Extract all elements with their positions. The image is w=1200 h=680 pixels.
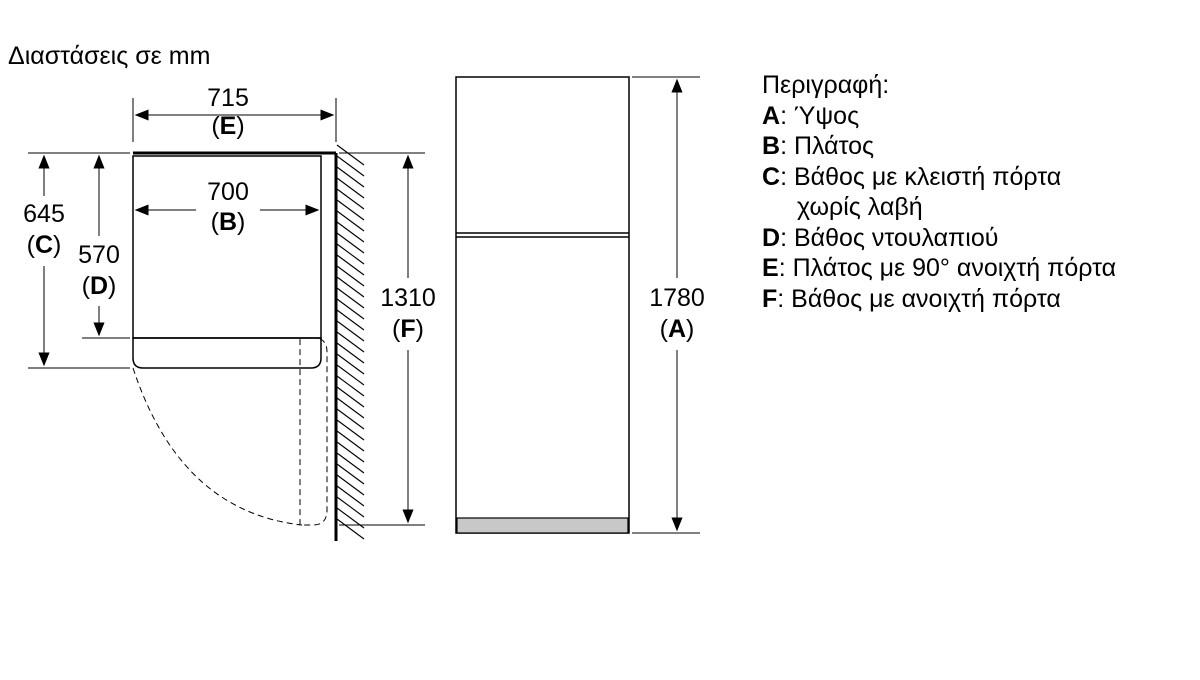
legend: Περιγραφή: A: Ύψος B: Πλάτος C: Βάθος με… (762, 70, 1116, 314)
hatch-line (336, 408, 365, 430)
hatch-line (336, 452, 365, 474)
legend-item-e: E: Πλάτος με 90° ανοιχτή πόρτα (762, 254, 1117, 282)
hatch-line (336, 144, 365, 166)
hatch-line (336, 441, 365, 463)
hatch-line (336, 496, 365, 518)
hatch-line (336, 298, 365, 320)
dimension-value-b: 700 (207, 178, 249, 206)
dimension-label-e: (E) (211, 112, 244, 140)
legend-item-b: B: Πλάτος (762, 132, 875, 160)
hatch-line (336, 375, 365, 397)
hatch-line (336, 276, 365, 298)
hatch-line (336, 254, 365, 276)
hatch-line (336, 287, 365, 309)
dimension-label-b: (B) (211, 208, 246, 236)
appliance-body (455, 76, 630, 534)
hatch-line (336, 386, 365, 408)
dimension-value-d: 570 (78, 241, 120, 269)
hatch-line (336, 221, 365, 243)
a-label-bg (645, 278, 709, 350)
dimension-label-d: (D) (82, 272, 117, 300)
dimension-value-c: 645 (23, 200, 65, 228)
hatch-line (336, 342, 365, 364)
hatch-line (336, 166, 365, 188)
hatch-line (336, 419, 365, 441)
hatch-line (336, 474, 365, 496)
hatch-line (336, 232, 365, 254)
dimension-value-a: 1780 (649, 284, 705, 312)
legend-item-f: F: Βάθος με ανοιχτή πόρτα (762, 284, 1061, 313)
d-label-bg (70, 236, 128, 306)
door-closed (132, 337, 322, 369)
legend-item-c: C: Βάθος με κλειστή πόρτα (762, 162, 1062, 191)
f-label-bg (376, 278, 440, 350)
hatch-line (336, 210, 365, 232)
dimension-label-c: (C) (27, 231, 62, 259)
top-view: 715 (E) 700 (B) 645 (C) 570 (D) 1310 (F) (14, 84, 440, 541)
hatch-line (336, 309, 365, 331)
wall-hatching (336, 144, 365, 540)
hatch-line (336, 188, 365, 210)
b-label-bg (196, 176, 260, 240)
c-label-bg (14, 196, 74, 266)
dimension-value-f: 1310 (380, 284, 436, 312)
hatch-line (336, 320, 365, 342)
hatch-line (336, 353, 365, 375)
dimension-label-f: (F) (392, 315, 424, 343)
front-view: 1780 (A) (455, 76, 709, 534)
dimension-value-e: 715 (207, 84, 249, 112)
hatch-line (336, 243, 365, 265)
door-open-outline (299, 337, 328, 526)
hatch-line (336, 265, 365, 287)
appliance-base (456, 517, 629, 534)
legend-item-a: A: Ύψος (762, 101, 860, 130)
hatch-line (336, 199, 365, 221)
dimension-label-a: (A) (660, 315, 695, 343)
legend-heading: Περιγραφή: (762, 71, 890, 99)
hatch-line (336, 331, 365, 353)
legend-item-d: D: Βάθος ντουλαπιού (762, 223, 999, 252)
hatch-line (336, 397, 365, 419)
hatch-line (336, 155, 365, 177)
hatch-line (336, 177, 365, 199)
hatch-line (336, 364, 365, 386)
hatch-line (336, 518, 365, 540)
hatch-line (336, 463, 365, 485)
legend-item-c-continuation: χωρίς λαβή (797, 193, 923, 221)
diagram-title: Διαστάσεις σε mm (8, 42, 210, 70)
hatch-line (336, 485, 365, 507)
door-swing-arc (132, 367, 303, 526)
hatch-line (336, 430, 365, 452)
